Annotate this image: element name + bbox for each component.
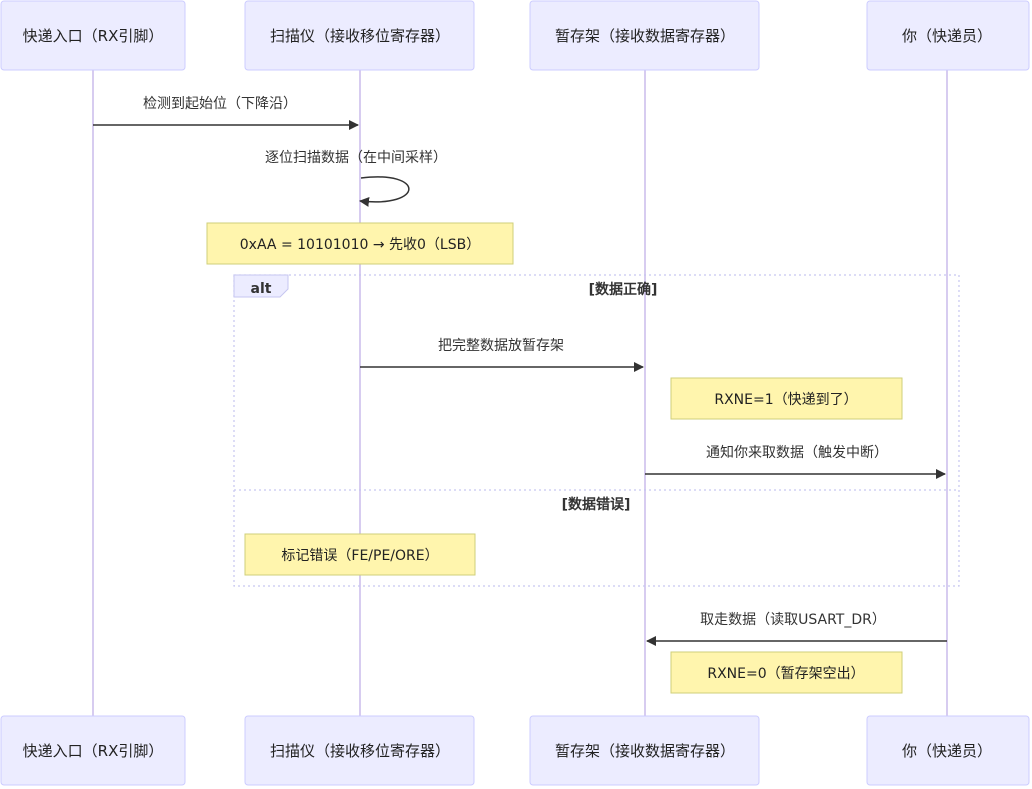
actor-label: 快递入口（RX引脚） bbox=[23, 27, 164, 45]
note-rxne-clear: RXNE=0（暂存架空出） bbox=[670, 651, 903, 694]
note-lsb: 0xAA = 10101010 → 先收0（LSB） bbox=[206, 222, 514, 265]
actor-label: 扫描仪（接收移位寄存器） bbox=[270, 742, 450, 760]
actor-shelf-bottom: 暂存架（接收数据寄存器） bbox=[529, 715, 760, 786]
note-label: RXNE=1（快递到了） bbox=[714, 392, 857, 408]
actor-label: 你（快递员） bbox=[902, 27, 992, 45]
note-label: 标记错误（FE/PE/ORE） bbox=[281, 548, 438, 564]
message-label: 通知你来取数据（触发中断） bbox=[706, 444, 888, 461]
actor-shelf-top: 暂存架（接收数据寄存器） bbox=[529, 0, 760, 71]
note-label: RXNE=0（暂存架空出） bbox=[707, 666, 864, 682]
actor-label: 快递入口（RX引脚） bbox=[23, 742, 164, 760]
message-label: 取走数据（读取USART_DR） bbox=[700, 611, 886, 628]
actor-label: 扫描仪（接收移位寄存器） bbox=[270, 27, 450, 45]
message-store-data: 把完整数据放暂存架 bbox=[360, 338, 644, 372]
message-label: 逐位扫描数据（在中间采样） bbox=[265, 150, 447, 166]
message-label: 检测到起始位（下降沿） bbox=[143, 96, 297, 112]
message-start-bit: 检测到起始位（下降沿） bbox=[93, 96, 359, 130]
actor-scanner-bottom: 扫描仪（接收移位寄存器） bbox=[244, 715, 475, 786]
alt-keyword: alt bbox=[251, 281, 272, 297]
actor-rx-top: 快递入口（RX引脚） bbox=[0, 0, 186, 71]
alt-condition-correct: [数据正确] bbox=[589, 281, 658, 298]
alt-tab bbox=[233, 274, 289, 298]
actor-label: 暂存架（接收数据寄存器） bbox=[555, 27, 735, 45]
message-label: 把完整数据放暂存架 bbox=[438, 338, 564, 354]
alt-condition-error: [数据错误] bbox=[562, 496, 631, 513]
alt-frame: alt [数据正确] [数据错误] bbox=[233, 274, 960, 587]
actor-you-top: 你（快递员） bbox=[866, 0, 1030, 71]
message-self-loop-arrow bbox=[359, 176, 410, 207]
actor-label: 你（快递员） bbox=[902, 742, 992, 760]
message-read-dr: 取走数据（读取USART_DR） bbox=[646, 611, 947, 646]
message-notify-interrupt: 通知你来取数据（触发中断） bbox=[645, 444, 946, 479]
actor-scanner-top: 扫描仪（接收移位寄存器） bbox=[244, 0, 475, 71]
note-rxne-set: RXNE=1（快递到了） bbox=[670, 377, 903, 420]
actor-you-bottom: 你（快递员） bbox=[866, 715, 1030, 786]
note-error-flags: 标记错误（FE/PE/ORE） bbox=[244, 533, 476, 576]
actor-label: 暂存架（接收数据寄存器） bbox=[555, 742, 735, 760]
note-label: 0xAA = 10101010 → 先收0（LSB） bbox=[240, 237, 480, 253]
message-bit-scan: 逐位扫描数据（在中间采样） bbox=[265, 150, 447, 207]
actor-rx-bottom: 快递入口（RX引脚） bbox=[0, 715, 186, 786]
